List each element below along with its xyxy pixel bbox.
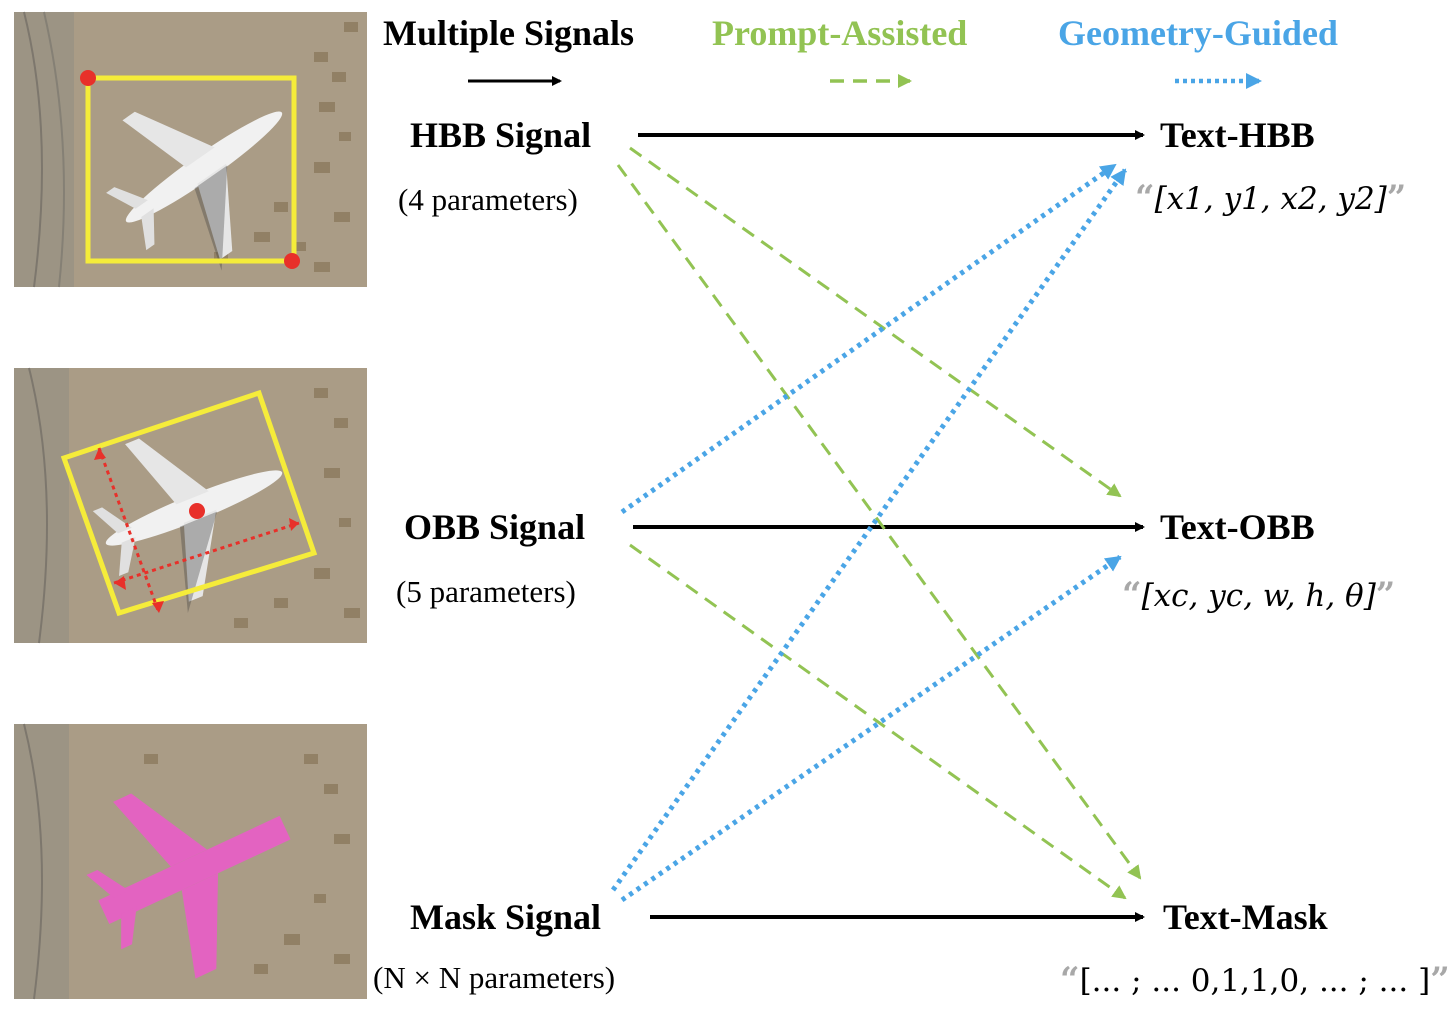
quote-close: ” xyxy=(1375,575,1396,615)
mask-to-text-obb-dotted-arrow xyxy=(620,554,1122,903)
text-hbb-formula-value: [x1, y1, x2, y2] xyxy=(1154,181,1387,217)
quote-open: “ xyxy=(1122,575,1142,615)
connection-arrows xyxy=(468,73,1262,922)
legend-prompt-label: Prompt-Assisted xyxy=(712,13,968,53)
text-mask-formula: “[... ; ... 0,1,1,0, ... ; ... ]” xyxy=(1060,960,1450,1000)
mask-to-text-hbb-dotted-arrow xyxy=(610,168,1128,892)
text-mask-label: Text-Mask xyxy=(1163,897,1328,937)
hbb-params-label: (4 parameters) xyxy=(398,182,578,217)
legend-geometry-label: Geometry-Guided xyxy=(1058,13,1338,53)
text-obb-formula-value: [xc, yc, w, h, θ] xyxy=(1141,578,1376,614)
obb-to-text-hbb-dotted-arrow xyxy=(620,162,1117,515)
obb-signal-label: OBB Signal xyxy=(404,507,586,547)
hbb-to-text-mask-dashed-arrow xyxy=(616,164,1142,880)
obb-to-text-mask-dashed-arrow xyxy=(629,543,1127,900)
quote-close: ” xyxy=(1386,178,1407,218)
text-obb-formula: “[xc, yc, w, h, θ]” xyxy=(1122,575,1395,615)
text-hbb-formula: “[x1, y1, x2, y2]” xyxy=(1135,178,1406,218)
mask-shape xyxy=(86,793,291,979)
obb-aerial-image xyxy=(14,367,367,644)
obb-params-label: (5 parameters) xyxy=(396,574,576,609)
quote-close: ” xyxy=(1430,960,1450,1000)
legend-multiple-label: Multiple Signals xyxy=(383,13,635,53)
mask-signal-label: Mask Signal xyxy=(410,897,602,937)
airplane-shape xyxy=(106,111,283,271)
quote-open: “ xyxy=(1060,960,1080,1000)
mask-params-label: (N × N parameters) xyxy=(373,960,616,995)
hbb-signal-label: HBB Signal xyxy=(410,115,592,155)
mask-aerial-image xyxy=(14,723,367,1000)
hbb-aerial-image xyxy=(14,11,367,288)
text-hbb-label: Text-HBB xyxy=(1160,115,1315,155)
text-obb-label: Text-OBB xyxy=(1160,507,1315,547)
hbb-to-text-obb-dashed-arrow xyxy=(629,146,1122,498)
quote-open: “ xyxy=(1135,178,1155,218)
text-mask-formula-value: [... ; ... 0,1,1,0, ... ; ... ] xyxy=(1079,963,1431,999)
